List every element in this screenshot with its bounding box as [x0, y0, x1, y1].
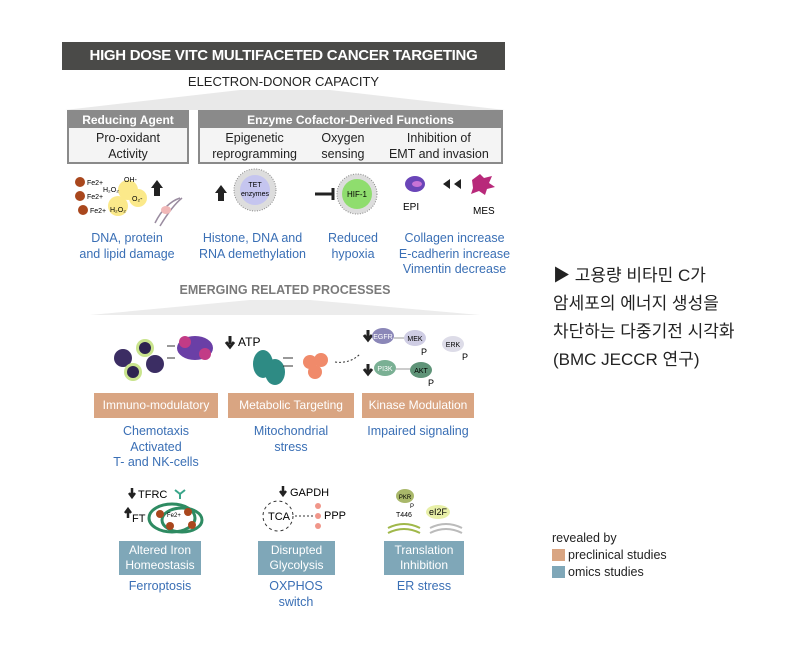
- fan-connector-mid: [90, 300, 480, 315]
- ros-icon: Fe2+ Fe2+ Fe2+ H₂O₂ H₂O₂ OH- O₂-: [75, 177, 183, 227]
- svg-text:MES: MES: [473, 206, 495, 217]
- fan-connector-top: [65, 90, 505, 110]
- enzyme-cofactor-box: Enzyme Cofactor-Derived Functions Epigen…: [198, 110, 503, 164]
- svg-text:H₂O₂: H₂O₂: [103, 187, 119, 194]
- effect-kinase: Impaired signaling: [367, 424, 469, 438]
- svg-text:PI3K: PI3K: [377, 366, 393, 373]
- svg-text:OH-: OH-: [124, 177, 138, 184]
- svg-text:PKR: PKR: [399, 495, 412, 501]
- legend-item-omics: omics studies: [552, 564, 667, 581]
- iron-homeostasis-icon: TFRC FT Fe2+: [124, 488, 204, 534]
- effect-ferroptosis: Ferroptosis: [128, 579, 192, 593]
- bottom-icons: TFRC FT Fe2+ GAPDH TCA PPP PKR P T446 eI2F: [124, 486, 463, 534]
- svg-text:Fe2+: Fe2+: [87, 180, 103, 187]
- svg-text:TCA: TCA: [268, 511, 291, 523]
- svg-text:H₂O₂: H₂O₂: [110, 207, 126, 214]
- svg-text:HIF-1: HIF-1: [347, 190, 368, 199]
- svg-text:Fe2+: Fe2+: [167, 513, 181, 519]
- svg-text:enzymes: enzymes: [241, 191, 270, 198]
- legend-swatch: [552, 566, 565, 578]
- svg-text:Fe2+: Fe2+: [90, 208, 106, 215]
- box-text: Pro-oxidant: [96, 131, 160, 145]
- svg-text:MEK: MEK: [407, 336, 423, 343]
- svg-text:ATP: ATP: [238, 335, 260, 349]
- svg-text:AKT: AKT: [414, 368, 428, 375]
- svg-text:Fe2+: Fe2+: [87, 194, 103, 201]
- svg-text:TET: TET: [248, 182, 262, 189]
- enzyme-cofactor-header: Enzyme Cofactor-Derived Functions: [200, 112, 501, 128]
- immune-cells-icon: [114, 336, 213, 381]
- label-metabolic-targeting: Metabolic Targeting: [228, 393, 354, 418]
- diagram-title: HIGH DOSE VITC MULTIFACETED CANCER TARGE…: [62, 42, 505, 70]
- svg-text:GAPDH: GAPDH: [290, 487, 329, 499]
- svg-text:O₂-: O₂-: [132, 196, 143, 203]
- svg-text:TFRC: TFRC: [138, 489, 167, 501]
- legend-title: revealed by: [552, 531, 617, 545]
- svg-text:EGFR: EGFR: [373, 334, 392, 341]
- svg-text:ERK: ERK: [446, 342, 461, 349]
- label-immuno-modulatory: Immuno-modulatory: [94, 393, 218, 418]
- emerging-heading: EMERGING RELATED PROCESSES: [179, 283, 391, 297]
- svg-text:T446: T446: [396, 512, 412, 519]
- svg-text:EPI: EPI: [403, 202, 419, 213]
- legend: revealed by preclinical studies omics st…: [552, 530, 667, 581]
- mitochondria-icon: ATP: [224, 335, 361, 385]
- svg-text:P: P: [410, 504, 414, 510]
- effect-er-stress: ER stress: [396, 579, 452, 593]
- reducing-agent-header: Reducing Agent: [69, 112, 187, 128]
- legend-item-preclinical: preclinical studies: [552, 547, 667, 564]
- svg-text:P: P: [421, 347, 427, 357]
- svg-text:PPP: PPP: [324, 510, 346, 522]
- glycolysis-icon: GAPDH TCA PPP: [262, 486, 346, 532]
- tet-enzymes-icon: TET enzymes: [215, 168, 277, 212]
- svg-text:eI2F: eI2F: [429, 507, 448, 517]
- box-text: Activity: [108, 147, 148, 161]
- svg-text:P: P: [428, 378, 434, 388]
- hif1-icon: HIF-1: [315, 173, 378, 215]
- emt-icon: EPI MES: [403, 174, 495, 217]
- label-kinase-modulation: Kinase Modulation: [362, 393, 474, 418]
- subtitle: ELECTRON-DONOR CAPACITY: [187, 74, 380, 89]
- svg-text:FT: FT: [132, 513, 146, 525]
- legend-swatch: [552, 549, 565, 561]
- svg-text:P: P: [462, 352, 468, 362]
- translation-icon: PKR P T446 eI2F: [387, 489, 463, 534]
